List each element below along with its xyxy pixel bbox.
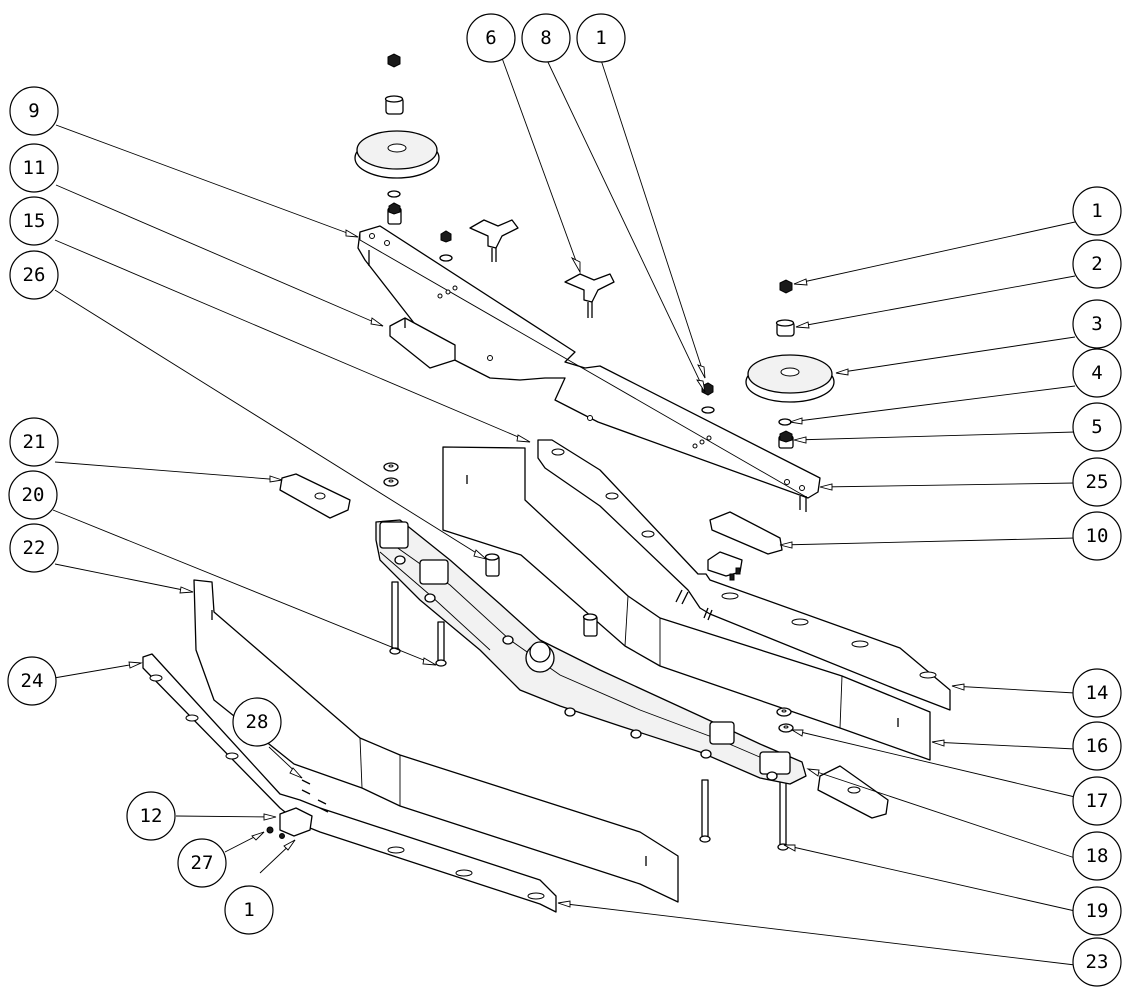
svg-text:20: 20	[22, 484, 45, 506]
washers-17	[776, 707, 794, 733]
spacer-bushings	[484, 553, 598, 637]
balloon-15: 15	[9, 196, 59, 246]
svg-text:15: 15	[23, 210, 46, 232]
balloon-16: 16	[1072, 721, 1122, 771]
belt-16	[442, 446, 931, 761]
balloon-1-right: 1	[1072, 186, 1122, 236]
strap-15-14	[537, 439, 951, 711]
svg-text:4: 4	[1091, 362, 1102, 384]
balloon-10: 10	[1072, 511, 1122, 561]
svg-text:11: 11	[23, 157, 46, 179]
svg-text:12: 12	[140, 805, 163, 827]
svg-text:5: 5	[1091, 416, 1102, 438]
balloon-2: 2	[1072, 239, 1122, 289]
balloons: 6 8 1 9 11 15 26 21 20 22 24 28 12 27 1 …	[7, 13, 1122, 987]
balloon-3: 3	[1072, 299, 1122, 349]
balloon-1-bottom: 1	[224, 885, 274, 935]
svg-text:16: 16	[1086, 735, 1109, 757]
svg-text:3: 3	[1091, 313, 1102, 335]
svg-text:21: 21	[23, 431, 46, 453]
balloon-22: 22	[9, 523, 59, 573]
svg-text:6: 6	[485, 27, 496, 49]
buckle-upper	[675, 551, 743, 621]
balloon-23: 23	[1072, 937, 1122, 987]
balloon-20: 20	[8, 470, 58, 520]
balloon-6: 6	[466, 13, 516, 63]
svg-text:22: 22	[23, 537, 46, 559]
svg-text:23: 23	[1086, 951, 1109, 973]
buckle-lower	[266, 779, 329, 839]
top-left-stack	[354, 53, 440, 225]
svg-text:24: 24	[21, 670, 44, 692]
balloon-8: 8	[521, 13, 571, 63]
balloon-18: 18	[1072, 831, 1122, 881]
svg-text:19: 19	[1086, 900, 1109, 922]
svg-text:28: 28	[246, 711, 269, 733]
svg-text:2: 2	[1091, 253, 1102, 275]
svg-text:14: 14	[1086, 682, 1109, 704]
balloon-17: 17	[1072, 776, 1122, 826]
svg-text:1: 1	[595, 27, 606, 49]
svg-text:9: 9	[28, 100, 39, 122]
balloon-21: 21	[9, 417, 59, 467]
clip-21	[279, 473, 351, 519]
balloon-28: 28	[232, 697, 282, 747]
central-chassis	[375, 519, 807, 785]
star-knob-upper	[469, 219, 519, 262]
svg-text:1: 1	[1091, 200, 1102, 222]
balloon-19: 19	[1072, 886, 1122, 936]
svg-text:25: 25	[1086, 471, 1109, 493]
svg-text:18: 18	[1086, 845, 1109, 867]
balloon-25: 25	[1072, 457, 1122, 507]
balloon-26: 26	[9, 250, 59, 300]
svg-text:10: 10	[1086, 525, 1109, 547]
balloon-9: 9	[9, 86, 59, 136]
balloon-24: 24	[7, 656, 57, 706]
leader-arrowheads	[128, 229, 965, 908]
balloon-4: 4	[1072, 348, 1122, 398]
leader-lines	[52, 57, 1076, 966]
balloon-14: 14	[1072, 668, 1122, 718]
svg-text:26: 26	[23, 264, 46, 286]
balloon-12: 12	[126, 791, 176, 841]
svg-text:8: 8	[540, 27, 551, 49]
balloon-1-top: 1	[576, 13, 626, 63]
wedge-block-11	[389, 317, 456, 369]
right-stack	[745, 279, 835, 449]
parts	[142, 53, 951, 913]
balloon-5: 5	[1072, 402, 1122, 452]
strap-24-23	[142, 653, 557, 913]
bolts	[389, 581, 789, 851]
wedge-block-10	[709, 511, 783, 555]
wedge-block-lower-right	[817, 765, 889, 819]
svg-text:27: 27	[191, 852, 214, 874]
star-knob-lower	[564, 273, 615, 318]
washers-26	[383, 462, 399, 487]
balloon-11: 11	[9, 143, 59, 193]
svg-text:17: 17	[1086, 790, 1109, 812]
svg-text:1: 1	[243, 899, 254, 921]
balloon-27: 27	[177, 838, 227, 888]
